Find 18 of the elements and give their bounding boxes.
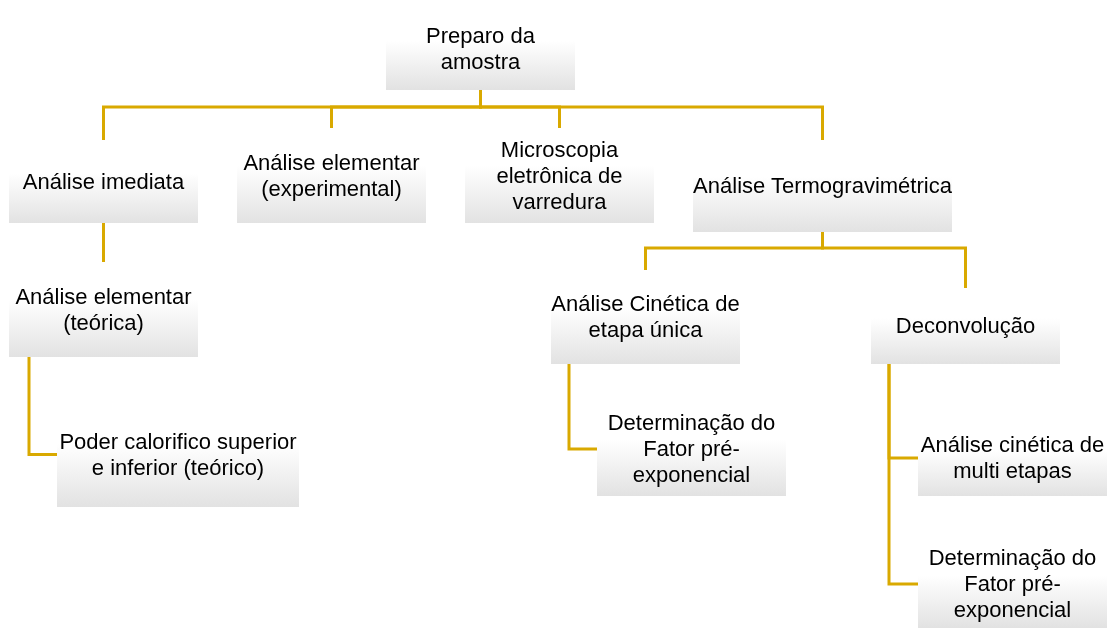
- connector-line: [27, 357, 57, 456]
- node-text: Análise Cinética de etapa única: [551, 291, 740, 343]
- connector-line: [821, 232, 967, 288]
- node-text: Análise Termogravimétrica: [693, 173, 952, 199]
- node-text: Determinação do Fator pré-exponencial: [606, 410, 777, 488]
- node-text: Análise elementar (experimental): [242, 149, 421, 202]
- connector-line: [479, 90, 824, 140]
- node-text: Determinação do Fator pré-exponencial: [927, 545, 1098, 623]
- node-text: Análise cinética de multi etapas: [919, 432, 1106, 484]
- connector-line: [887, 364, 918, 586]
- node-text: Análise elementar (teórica): [14, 283, 193, 336]
- node-text: Microscopia eletrônica de varredura: [495, 136, 624, 215]
- node-text: Análise imediata: [22, 168, 185, 195]
- node-text: Preparo da amostra: [425, 23, 536, 75]
- node-text: Deconvolução: [895, 313, 1036, 339]
- connector-line: [102, 223, 105, 262]
- connector-line: [567, 364, 597, 451]
- node-text: Poder calorifico superior e inferior (teórico): [58, 428, 298, 481]
